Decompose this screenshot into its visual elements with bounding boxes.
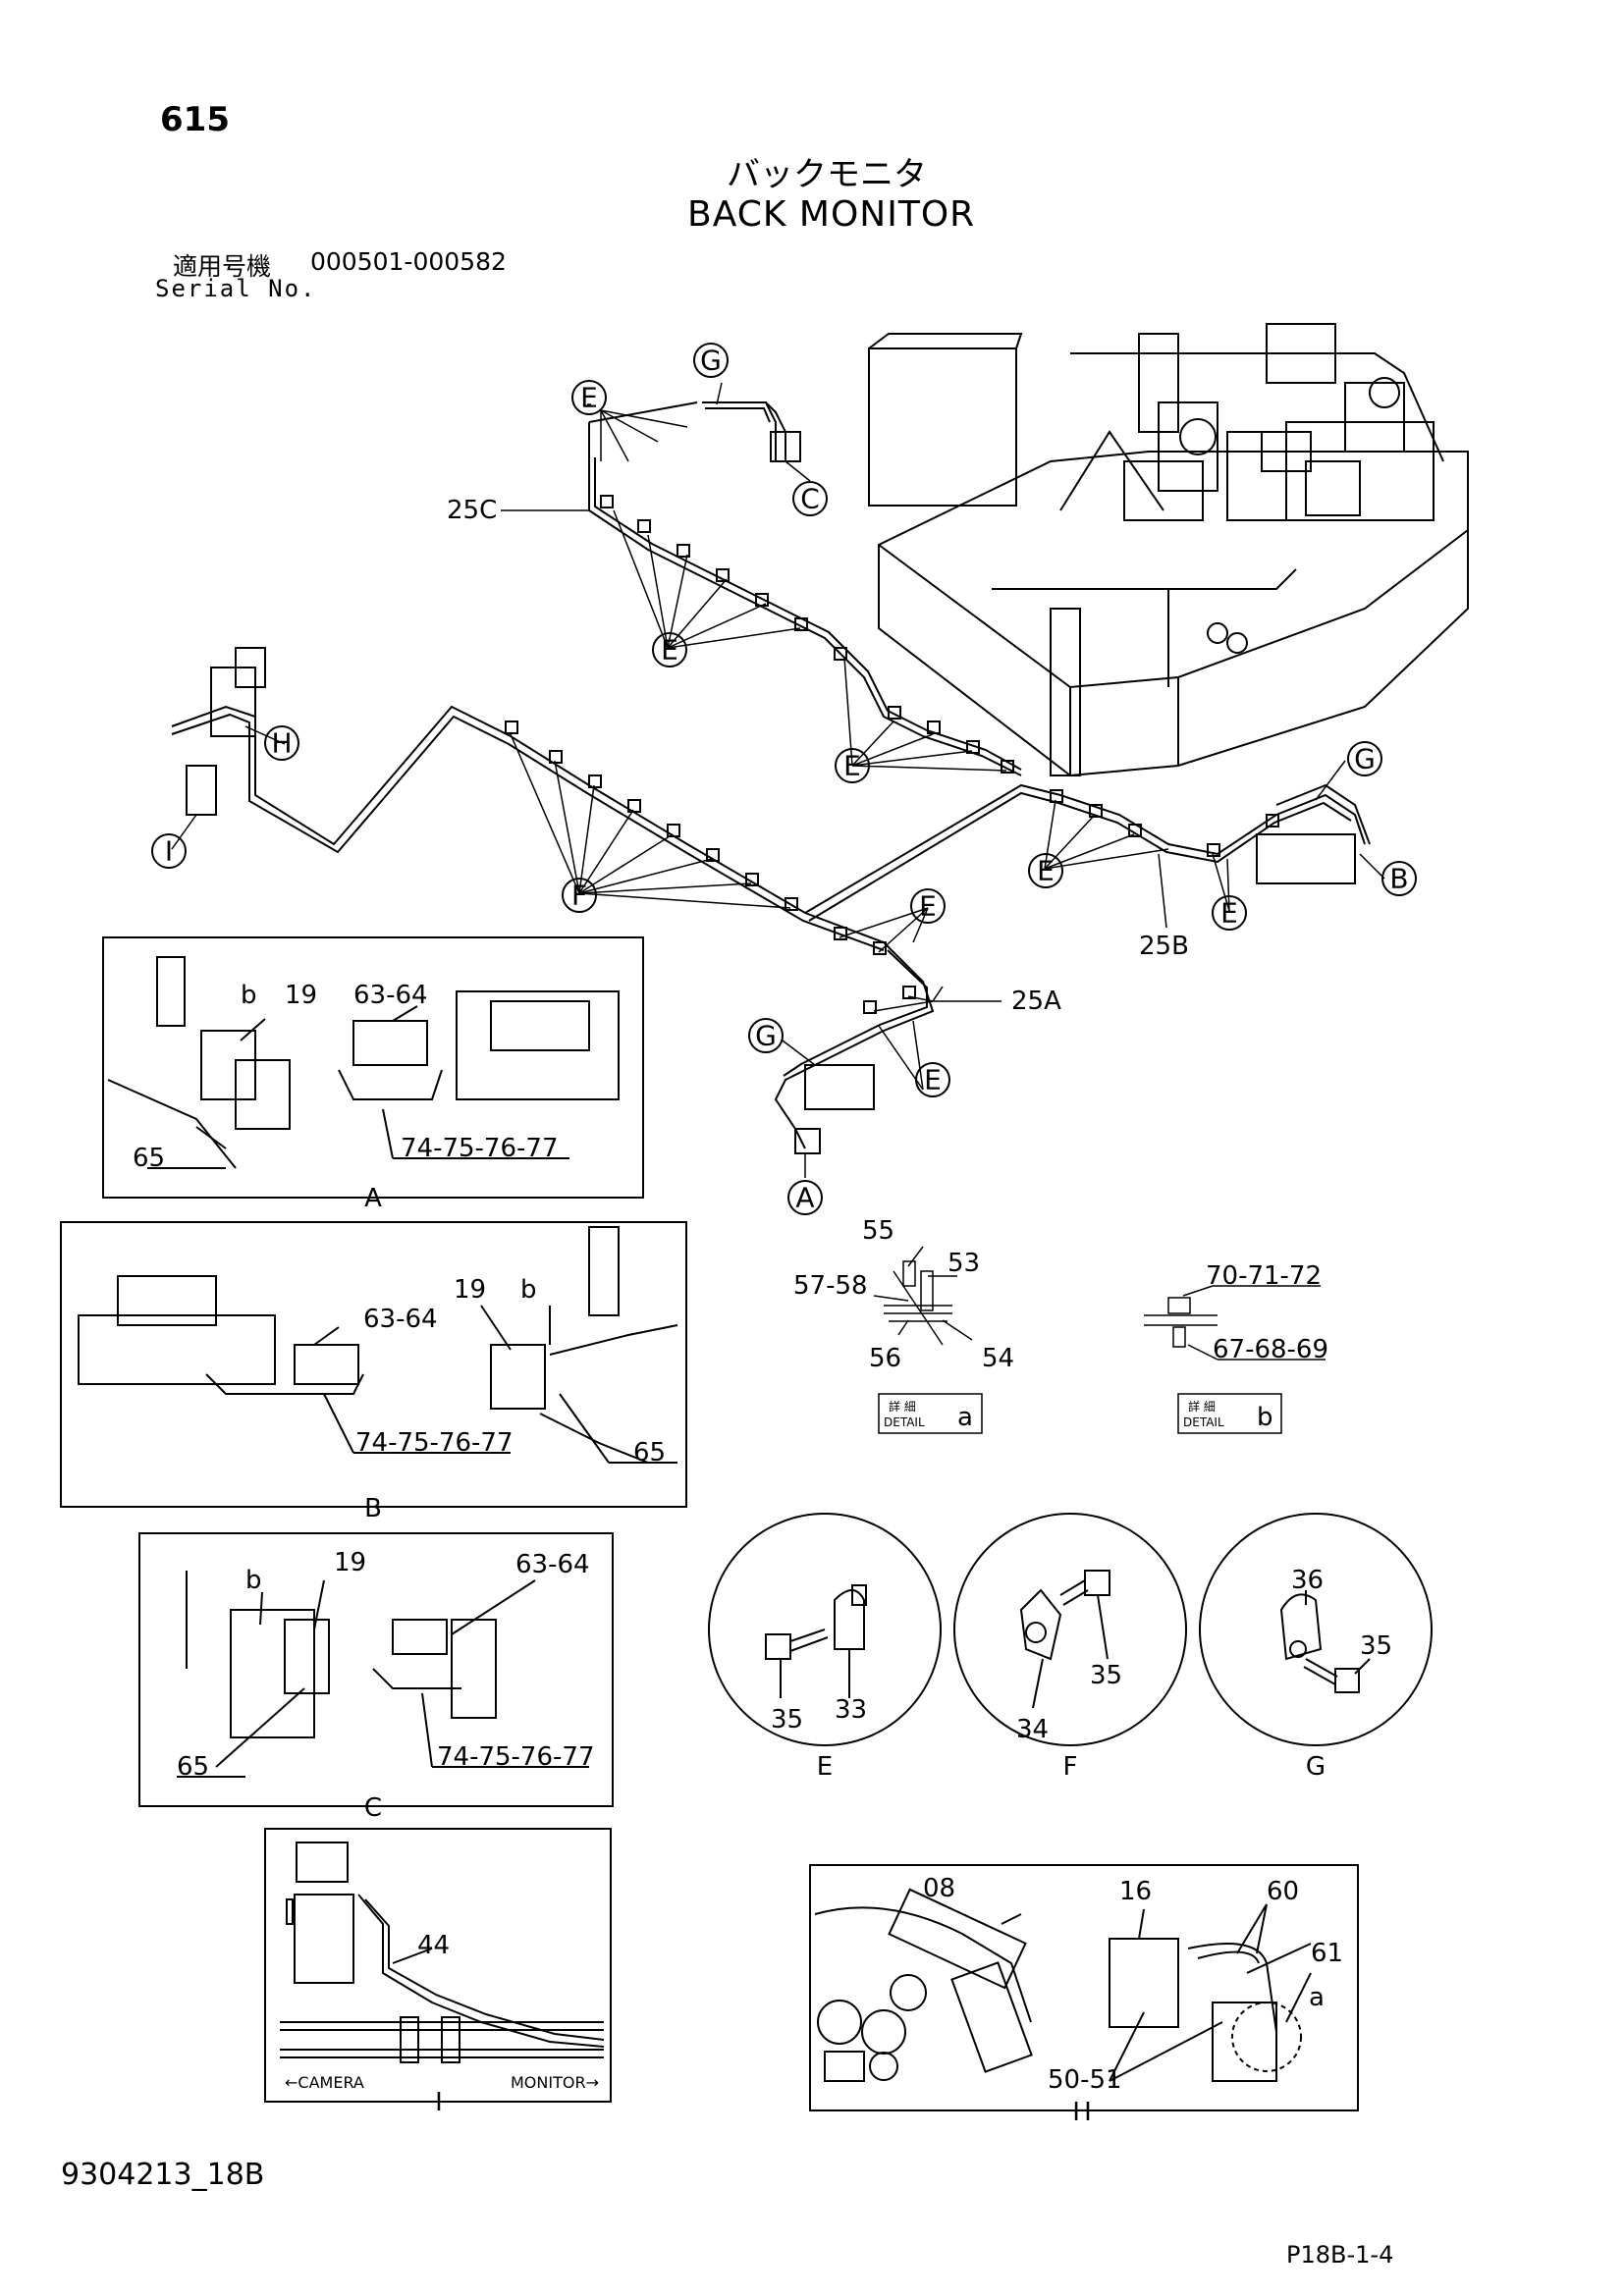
panel-a-19: 19 <box>285 981 317 1010</box>
panel-b-63-64: 63-64 <box>363 1305 438 1334</box>
harness-25C-label: 25C <box>447 496 497 525</box>
panel-b-65: 65 <box>633 1438 666 1468</box>
panel-b-label: B <box>364 1494 382 1523</box>
circle-f-34: 34 <box>1016 1715 1049 1744</box>
callout-leaders <box>171 382 1385 1178</box>
detail-b-tag-letter: b <box>1257 1403 1273 1432</box>
machine-body <box>868 323 1469 777</box>
circle-e-33: 33 <box>835 1695 867 1725</box>
callout-E-3: E <box>843 750 861 782</box>
panel-a <box>102 936 644 1199</box>
panel-b <box>60 1221 687 1508</box>
circle-detail-g <box>1199 1513 1433 1746</box>
detail-a-tag-jp: 詳 細 <box>889 1399 916 1414</box>
circle-g-35: 35 <box>1360 1631 1392 1661</box>
circle-e-35: 35 <box>771 1705 803 1735</box>
callout-B: B <box>1389 863 1408 895</box>
panel-c-b: b <box>245 1566 262 1595</box>
callout-E-2: E <box>661 634 678 667</box>
circle-g-36: 36 <box>1291 1566 1324 1595</box>
callout-letters: G E C E E H I F E E E G B E G A 25C 25B … <box>165 345 1409 1214</box>
drawing-number: 9304213_18B <box>61 2158 265 2192</box>
callout-I: I <box>165 835 173 868</box>
callout-C: C <box>800 483 820 515</box>
panel-a-b: b <box>241 981 257 1010</box>
callout-A: A <box>795 1182 814 1214</box>
panel-c-63-64: 63-64 <box>515 1550 590 1579</box>
panel-h-61: 61 <box>1311 1939 1343 1968</box>
callout-H: H <box>271 727 292 760</box>
detail-a-55: 55 <box>862 1216 894 1246</box>
detail-b-tag-en: DETAIL <box>1183 1415 1224 1429</box>
callout-E-4: E <box>919 890 937 923</box>
callout-E-1: E <box>580 382 598 414</box>
panel-h-16: 16 <box>1119 1877 1152 1906</box>
page-number: 615 <box>160 100 230 139</box>
callout-F: F <box>571 880 587 912</box>
circle-e-label: E <box>817 1752 833 1782</box>
page-reference: P18B-1-4 <box>1286 2241 1394 2269</box>
title-english: BACK MONITOR <box>687 194 976 235</box>
panel-b-b: b <box>520 1275 537 1305</box>
detail-b-drawing <box>1144 1285 1326 1434</box>
detail-a-drawing <box>873 1246 983 1434</box>
panel-c-65: 65 <box>177 1752 209 1782</box>
serial-range: 000501-000582 <box>310 247 507 276</box>
panel-b-74-77: 74-75-76-77 <box>355 1428 513 1458</box>
panel-c-19: 19 <box>334 1548 366 1577</box>
detail-a-tag-en: DETAIL <box>884 1415 925 1429</box>
detail-b-67-69: 67-68-69 <box>1213 1335 1328 1364</box>
callout-G-top: G <box>700 345 722 377</box>
serial-label-japanese: 適用号機 <box>173 252 272 281</box>
title-japanese: バックモニタ <box>727 155 927 194</box>
panel-h-50-51: 50-51 <box>1048 2065 1122 2095</box>
panel-i-monitor: MONITOR→ <box>511 2073 599 2092</box>
panel-i-44: 44 <box>417 1931 450 1960</box>
panel-h-60: 60 <box>1267 1877 1299 1906</box>
circle-f-35: 35 <box>1090 1661 1122 1690</box>
circle-g-label: G <box>1306 1752 1326 1782</box>
detail-a-54: 54 <box>982 1344 1014 1373</box>
callout-E-6: E <box>1220 897 1238 930</box>
panel-i-label: I <box>435 2088 443 2117</box>
panel-c-label: C <box>364 1793 382 1823</box>
serial-label-english: Serial No. <box>155 275 317 302</box>
circle-f-label: F <box>1063 1752 1078 1782</box>
panel-h-08: 08 <box>923 1874 955 1903</box>
detail-a-53: 53 <box>947 1249 980 1278</box>
panel-h-a: a <box>1309 1983 1325 2012</box>
circle-detail-e <box>708 1513 942 1746</box>
detail-a-tag-letter: a <box>957 1403 973 1432</box>
panel-a-label: A <box>364 1184 382 1213</box>
panel-a-65: 65 <box>133 1144 165 1173</box>
panel-i <box>264 1828 612 2103</box>
callout-circles <box>151 343 1417 1215</box>
harness-25A-label: 25A <box>1011 987 1061 1016</box>
panel-a-63-64: 63-64 <box>353 981 428 1010</box>
circle-detail-f <box>953 1513 1187 1746</box>
detail-b-tag-jp: 詳 細 <box>1188 1399 1216 1414</box>
harness-25B-label: 25B <box>1139 932 1189 961</box>
detail-a-57-58: 57-58 <box>793 1271 868 1301</box>
callout-G-left: G <box>755 1020 777 1052</box>
detail-a-56: 56 <box>869 1344 901 1373</box>
panel-b-19: 19 <box>454 1275 486 1305</box>
panel-h <box>809 1864 1359 2111</box>
callout-E-5: E <box>1037 855 1055 887</box>
panel-c <box>138 1532 614 1807</box>
panel-h-label: H <box>1072 2098 1092 2127</box>
callout-E-7: E <box>924 1064 942 1096</box>
callout-G-right: G <box>1354 743 1376 775</box>
panel-i-camera: ←CAMERA <box>285 2073 364 2092</box>
panel-a-74-77: 74-75-76-77 <box>401 1134 558 1163</box>
detail-b-70-72: 70-71-72 <box>1206 1261 1322 1291</box>
panel-c-74-77: 74-75-76-77 <box>437 1742 594 1772</box>
